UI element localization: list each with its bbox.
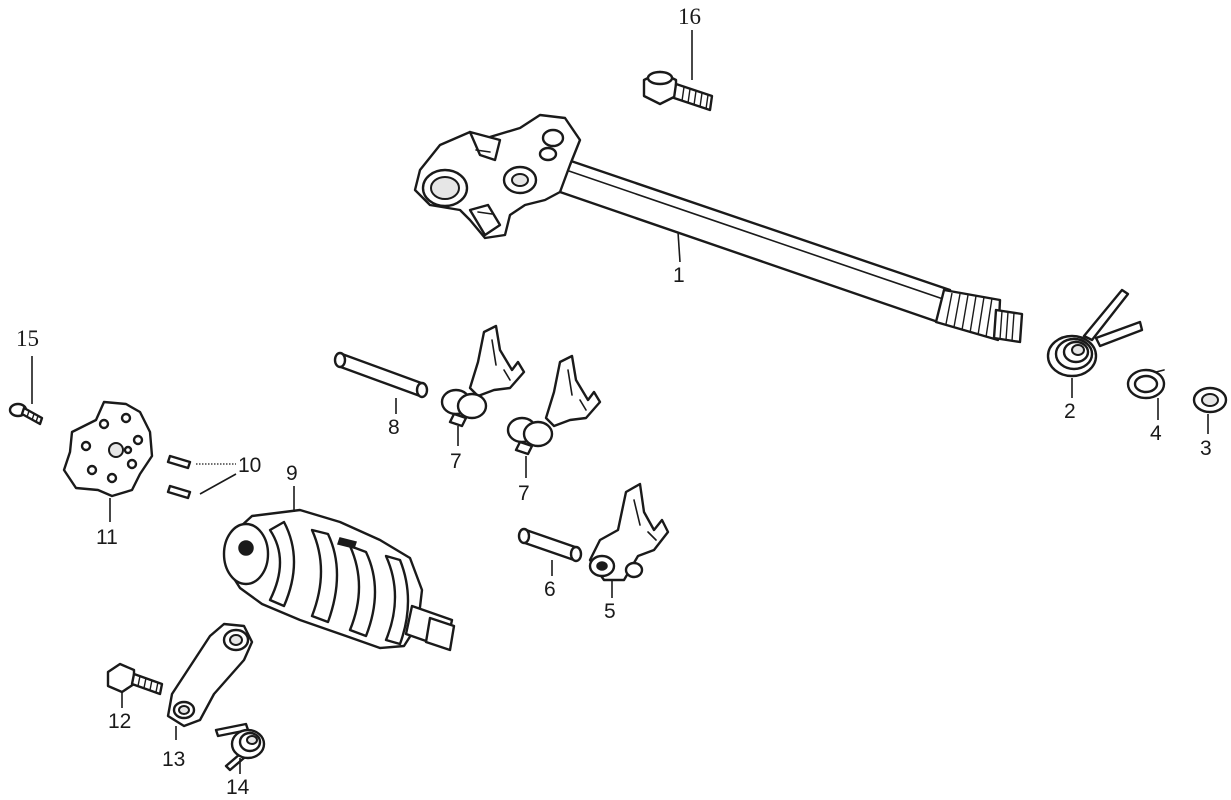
callout-15: 15 [16, 326, 39, 351]
callout-3: 3 [1200, 437, 1212, 460]
callout-13: 13 [162, 748, 185, 771]
callout-8: 8 [388, 416, 400, 439]
part-6-fork-shaft [517, 527, 583, 563]
part-9-shift-drum [222, 508, 456, 652]
part-7-shift-fork-a [440, 324, 526, 428]
callout-7b: 7 [518, 482, 530, 505]
callout-16: 16 [678, 4, 701, 29]
part-8-fork-shaft [333, 351, 429, 399]
callout-12: 12 [108, 710, 131, 733]
callout-2: 2 [1064, 400, 1076, 423]
callout-1: 1 [673, 264, 685, 287]
part-3-washer [1192, 386, 1228, 414]
part-16-bolt [642, 70, 714, 112]
part-10-pins [166, 454, 192, 500]
part-7-shift-fork-b [506, 354, 602, 456]
callout-5: 5 [604, 600, 616, 623]
callout-4: 4 [1150, 422, 1162, 445]
leader-10b [199, 473, 237, 495]
callout-10: 10 [238, 454, 261, 477]
leader-1 [677, 231, 681, 263]
part-12-bolt [106, 662, 164, 696]
callout-9: 9 [286, 462, 298, 485]
part-15-screw [8, 402, 44, 426]
part-13-stopper-arm [166, 622, 254, 728]
part-14-spring [214, 722, 266, 772]
part-5-shift-fork [588, 482, 670, 582]
part-4-circlip [1126, 368, 1166, 400]
part-11-star-plate [62, 400, 154, 498]
callout-14: 14 [226, 776, 250, 799]
part-1-shift-shaft [413, 113, 1024, 344]
callout-11: 11 [96, 526, 118, 549]
callout-7a: 7 [450, 450, 462, 473]
part-2-return-spring [1046, 288, 1144, 378]
callout-6: 6 [544, 578, 556, 601]
